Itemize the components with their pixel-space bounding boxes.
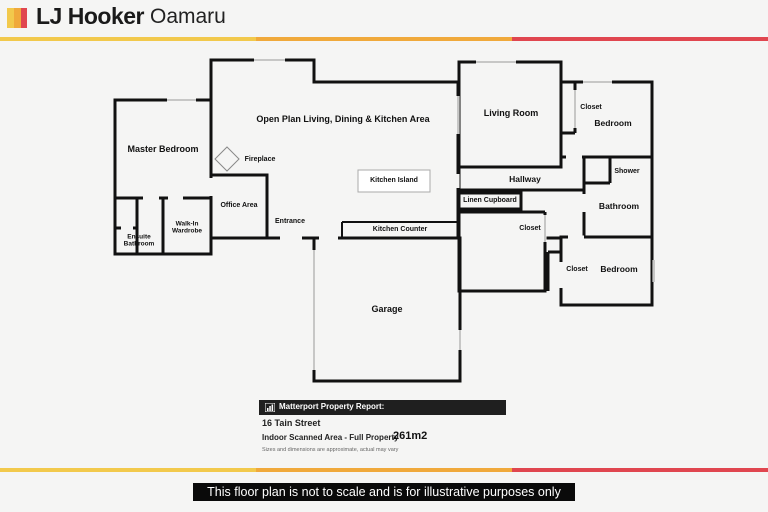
room-hallway: Hallway <box>509 174 541 185</box>
office-name: Oamaru <box>150 5 226 28</box>
header: LJ Hooker Oamaru <box>0 0 768 38</box>
room-office-area: Office Area <box>220 201 258 209</box>
scale-disclaimer: This floor plan is not to scale and is f… <box>193 483 575 501</box>
report-title: Matterport Property Report: <box>279 402 385 411</box>
room-ensuite-bathroom: Ensuite Bathroom <box>123 233 155 248</box>
property-address: 16 Tain Street <box>262 418 321 428</box>
master-bedroom-walls <box>113 98 213 256</box>
room-master-bedroom: Master Bedroom <box>127 143 199 154</box>
lj-hooker-logo-icon <box>7 8 27 28</box>
open-plan-walls <box>209 58 460 240</box>
room-open-plan: Open Plan Living, Dining & Kitchen Area <box>256 113 430 124</box>
scanned-area-value: 261m2 <box>393 430 428 442</box>
room-garage: Garage <box>371 303 403 314</box>
fireplace-icon <box>214 146 240 172</box>
room-bedroom-top: Bedroom <box>594 118 632 129</box>
report-title-bar: Matterport Property Report: <box>259 400 506 415</box>
room-closet-bottom: Closet <box>566 265 588 273</box>
room-fireplace: Fireplace <box>244 155 276 163</box>
chart-icon <box>265 403 275 412</box>
room-entrance: Entrance <box>275 217 305 225</box>
room-closet-mid: Closet <box>519 224 541 232</box>
room-walk-in-wardrobe: Walk-In Wardrobe <box>171 220 203 235</box>
dimensions-disclaimer: Sizes and dimensions are approximate, ac… <box>262 447 399 453</box>
scanned-area-label: Indoor Scanned Area - Full Property <box>262 433 399 442</box>
room-closet-top: Closet <box>580 103 602 111</box>
room-bathroom: Bathroom <box>598 201 640 212</box>
room-living-room: Living Room <box>483 107 539 118</box>
header-stripe <box>0 37 768 41</box>
footer-stripe <box>0 468 768 472</box>
room-linen-cupboard: Linen Cupboard <box>463 196 517 204</box>
room-bedroom-bottom: Bedroom <box>600 264 638 275</box>
kitchen-island-shape <box>357 169 431 193</box>
room-kitchen-island: Kitchen Island <box>370 176 418 184</box>
brand-name: LJ Hooker <box>36 3 144 29</box>
room-kitchen-counter: Kitchen Counter <box>372 225 428 233</box>
room-shower: Shower <box>614 167 640 175</box>
